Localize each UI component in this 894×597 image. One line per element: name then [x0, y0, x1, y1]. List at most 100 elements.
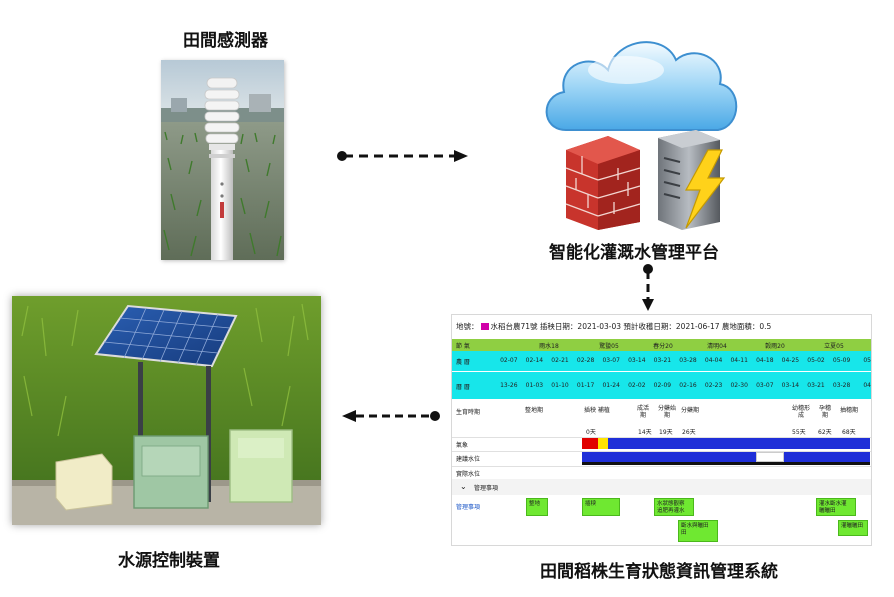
stage-day: 68天 [842, 429, 856, 436]
date-cell: 02-30 [730, 382, 748, 389]
suggested-water-label: 建議水位 [456, 456, 481, 463]
date-cell: 01-17 [576, 382, 595, 389]
management-item[interactable]: 插秧 [582, 498, 620, 516]
date-cell: 02-14 [525, 357, 544, 364]
controller-label: 水源控制裝置 [118, 551, 220, 571]
solar-term: 穀雨20 [765, 343, 785, 350]
weather-bar [582, 438, 598, 449]
weather-label: 氣象 [456, 442, 469, 449]
platform-to-system-arrow [642, 264, 654, 311]
date-cell: 02-09 [653, 382, 672, 389]
management-label: 管理事項 [456, 504, 481, 511]
date-cell: 02-16 [679, 382, 697, 389]
cloud-server-icon [545, 41, 738, 230]
weather-bar [598, 438, 608, 449]
suggested-water-row: 建議水位 [452, 451, 871, 466]
date-cell: 04-18 [756, 357, 774, 364]
actual-water-label: 實際水位 [456, 471, 481, 478]
management-item[interactable]: 灌曬曬田 [838, 520, 868, 536]
chevron-down-icon[interactable]: ⌄ [460, 482, 467, 491]
crop-info-text: 水稻台農71號 插秧日期：2021-03-03 預計收穫日期：2021-06-1… [490, 322, 772, 331]
management-item[interactable]: 灌水斷水灌 曬曬田 [816, 498, 856, 516]
stage-day: 0天 [586, 429, 596, 436]
stage-day: 62天 [818, 429, 832, 436]
date-cell: 03-28 [832, 382, 851, 389]
growth-stage: 插秧 補植 [584, 407, 610, 414]
date-cell: 05-09 [832, 357, 851, 364]
calendar-date-label: 曆 曆 [456, 384, 470, 391]
date-cell: 05-02 [807, 357, 825, 364]
solar-term: 春分20 [653, 343, 673, 350]
date-cell: 03-21 [807, 382, 825, 389]
date-cell: 02-28 [576, 357, 595, 364]
date-cell: 02-21 [551, 357, 569, 364]
growth-stage: 抽穗期 [840, 407, 859, 414]
flag-icon [480, 323, 489, 330]
date-cell: 02-07 [500, 357, 518, 364]
water-control-device-illustration [12, 296, 321, 525]
management-row: 管理事項 整地 插秧 水狀態觀察 追肥再灌水 斷水與曬田 田 灌水斷水灌 曬曬田… [452, 495, 871, 545]
solar-term: 雨水18 [539, 343, 559, 350]
date-cell: 04 [863, 382, 871, 389]
water-level-bar [654, 452, 756, 462]
date-cell: 03-07 [756, 382, 774, 389]
solar-term: 驚蟄05 [599, 343, 619, 350]
date-cell: 01-24 [602, 382, 620, 389]
weather-row: 氣象 [452, 437, 871, 451]
calendar-date-row: 曆 曆 13-26 01-03 01-10 01-17 01-24 02-02 02-09 0… [452, 371, 871, 399]
date-cell: 04-11 [730, 357, 748, 364]
actual-water-row: 實際水位 [452, 466, 871, 479]
growth-stage-row: 生育時期 整地期 插秧 補植 成活 期 分蘗始 期 分蘗期 幼穗形 成 孕穗 期… [452, 399, 871, 437]
growth-stage: 分蘗期 [681, 407, 700, 414]
date-cell: 04-25 [781, 357, 800, 364]
growth-stage: 幼穗形 成 [791, 405, 810, 419]
management-item[interactable]: 水狀態觀察 追肥再灌水 [654, 498, 694, 516]
stage-day: 19天 [659, 429, 673, 436]
growth-management-system-screenshot: 地號： 水稻台農71號 插秧日期：2021-03-03 預計收穫日期：2021-0… [451, 314, 872, 546]
stage-day: 14天 [638, 429, 652, 436]
date-cell: 01-03 [525, 382, 544, 389]
solar-term: 立夏05 [824, 343, 844, 350]
cloud-platform-illustration [536, 18, 746, 232]
date-cell: 02-02 [628, 382, 646, 389]
date-cell: 01-10 [551, 382, 569, 389]
water-level-bar [582, 452, 654, 462]
weather-bar [608, 438, 870, 449]
field-sensor-illustration [161, 60, 284, 260]
growth-stage: 孕穗 期 [818, 405, 831, 419]
date-cell: 03-14 [628, 357, 646, 364]
crop-info-bar: 地號： 水稻台農71號 插秧日期：2021-03-03 預計收穫日期：2021-0… [452, 315, 871, 339]
date-cell: 03-21 [653, 357, 672, 364]
system-label: 田間稻株生育狀態資訊管理系統 [540, 562, 778, 582]
growth-stage-label: 生育時期 [456, 409, 481, 416]
date-cell: 03-07 [602, 357, 620, 364]
sensor-label: 田間感測器 [183, 31, 268, 51]
platform-label: 智能化灌溉水管理平台 [549, 243, 719, 263]
water-control-device-photo [12, 296, 321, 525]
date-cell: 03-14 [781, 382, 800, 389]
management-item[interactable]: 斷水與曬田 田 [678, 520, 718, 542]
management-section-header[interactable]: ⌄ 管理事項 [452, 479, 871, 495]
date-cell: 03-28 [679, 357, 697, 364]
growth-stage: 分蘗始 期 [657, 405, 676, 419]
solar-term-row: 節 氣 雨水18 驚蟄05 春分20 清明04 穀雨20 立夏05 [452, 339, 871, 351]
plot-number-label: 地號： [456, 322, 479, 331]
lunar-date-label: 農 曆 [456, 359, 470, 366]
date-cell: 02-23 [704, 382, 723, 389]
growth-stage: 整地期 [525, 407, 544, 414]
lunar-date-row: 農 曆 02-07 02-14 02-21 02-28 03-07 03-14 03-21 0… [452, 351, 871, 371]
growth-stage: 成活 期 [637, 405, 650, 419]
sensor-to-platform-arrow [337, 150, 468, 162]
management-item[interactable]: 整地 [526, 498, 548, 516]
solar-term-label: 節 氣 [456, 343, 470, 350]
water-level-bar [784, 452, 870, 462]
date-cell: 13-26 [500, 382, 518, 389]
stage-day: 26天 [682, 429, 696, 436]
water-level-bar [756, 452, 784, 462]
management-header-label: 管理事項 [474, 485, 499, 492]
stage-day: 55天 [792, 429, 806, 436]
date-cell: 05 [863, 357, 871, 364]
date-cell: 04-04 [704, 357, 723, 364]
system-to-controller-arrow [342, 410, 440, 422]
field-sensor-photo [161, 60, 284, 260]
